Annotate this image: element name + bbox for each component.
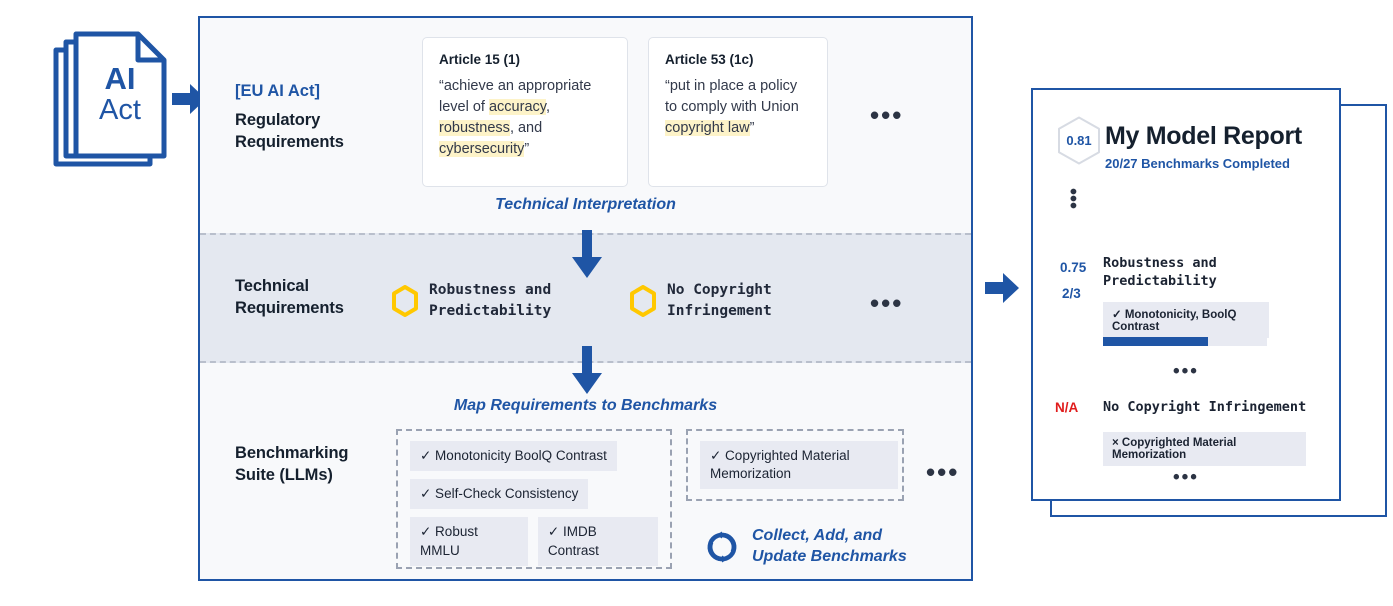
article-card-53-title: Article 53 (1c) <box>665 52 754 67</box>
tech-requirement-robustness-label: Robustness and Predictability <box>429 282 552 320</box>
technical-more-ellipsis[interactable]: ••• <box>870 288 904 318</box>
tech-requirement-robustness[interactable]: Robustness and Predictability <box>392 280 551 322</box>
arrow-doc-to-pipeline-icon <box>172 84 206 119</box>
eu-ai-act-tag: [EU AI Act] <box>235 82 320 100</box>
section-name-robustness: Robustness and Predictability <box>1103 255 1217 290</box>
section-progress-robustness <box>1103 337 1267 346</box>
hexagon-icon <box>1058 116 1100 165</box>
ai-act-document-stack: AI Act <box>52 28 172 178</box>
tech-requirement-copyright-label: No Copyright Infringement <box>667 282 772 320</box>
row-label-benchmarking: Benchmarking Suite (LLMs) <box>235 444 349 484</box>
section-progress-fill <box>1103 337 1208 346</box>
model-report-card[interactable]: 0.81 My Model Report 20/27 Benchmarks Co… <box>1031 88 1341 501</box>
benchmark-group-copyright: ✓ Copyrighted Material Memorization <box>686 429 904 501</box>
stacked-documents-icon <box>53 31 167 167</box>
section-chip-robustness[interactable]: ✓ Monotonicity, BoolQ Contrast <box>1103 302 1269 338</box>
ai-act-line-2: Act <box>99 94 141 127</box>
row-label-regulatory: Regulatory Requirements <box>235 111 344 151</box>
arrow-pipeline-to-report-icon <box>985 273 1019 308</box>
benchmark-chip[interactable]: ✓ Copyrighted Material Memorization <box>700 441 898 490</box>
step-label-map-requirements: Map Requirements to Benchmarks <box>453 397 718 414</box>
step-label-technical-interpretation: Technical Interpretation <box>495 196 676 213</box>
benchmark-group-robustness: ✓ Monotonicity BoolQ Contrast ✓ Self-Che… <box>396 429 672 569</box>
section-count-robustness: 2/3 <box>1062 286 1081 301</box>
article-card-53-quote: “put in place a policy to comply with Un… <box>665 78 799 137</box>
article-card-15[interactable]: Article 15 (1) “achieve an appropriate l… <box>422 37 628 187</box>
hexagon-icon <box>392 285 418 318</box>
section-score-robustness: 0.75 <box>1060 260 1087 275</box>
benchmark-chip[interactable]: ✓ Monotonicity BoolQ Contrast <box>410 441 617 472</box>
report-vertical-ellipsis[interactable]: ••• <box>1061 188 1084 210</box>
pipeline-frame: [EU AI Act] Regulatory Requirements Arti… <box>198 16 973 581</box>
report-benchmarks-completed: 20/27 Benchmarks Completed <box>1105 156 1290 171</box>
benchmark-more-ellipsis[interactable]: ••• <box>926 457 960 487</box>
collect-update-benchmarks-note[interactable]: Collect, Add, and Update Benchmarks <box>705 526 907 568</box>
regulatory-more-ellipsis[interactable]: ••• <box>870 100 904 130</box>
row-label-technical: Technical Requirements <box>235 277 344 317</box>
article-card-53[interactable]: Article 53 (1c) “put in place a policy t… <box>648 37 828 187</box>
benchmark-chip[interactable]: ✓ Self-Check Consistency <box>410 479 589 510</box>
benchmark-chip[interactable]: ✓ IMDB Contrast <box>537 517 658 566</box>
section-name-copyright: No Copyright Infringement <box>1103 399 1307 415</box>
article-card-15-quote: “achieve an appropriate level of accurac… <box>439 78 592 158</box>
section-chip-copyright[interactable]: × Copyrighted Material Memorization <box>1103 432 1306 466</box>
arrow-down-mapping-icon <box>572 346 602 399</box>
tech-requirement-copyright[interactable]: No Copyright Infringement <box>630 280 772 322</box>
ai-act-line-1: AI <box>104 60 136 96</box>
section-more-copyright[interactable]: ••• <box>1173 467 1199 488</box>
overall-score-badge: 0.81 <box>1057 116 1101 165</box>
benchmark-chip[interactable]: ✓ Robust MMLU <box>410 517 528 566</box>
section-more-robustness[interactable]: ••• <box>1173 361 1199 382</box>
overall-score-value: 0.81 <box>1066 133 1092 148</box>
refresh-cycle-icon <box>707 531 737 563</box>
article-card-15-title: Article 15 (1) <box>439 52 521 67</box>
collect-update-benchmarks-text: Collect, Add, and Update Benchmarks <box>752 527 907 565</box>
section-score-copyright: N/A <box>1055 400 1079 415</box>
report-title: My Model Report <box>1105 122 1302 150</box>
hexagon-icon <box>630 285 656 318</box>
arrow-down-interpretation-icon <box>572 230 602 283</box>
